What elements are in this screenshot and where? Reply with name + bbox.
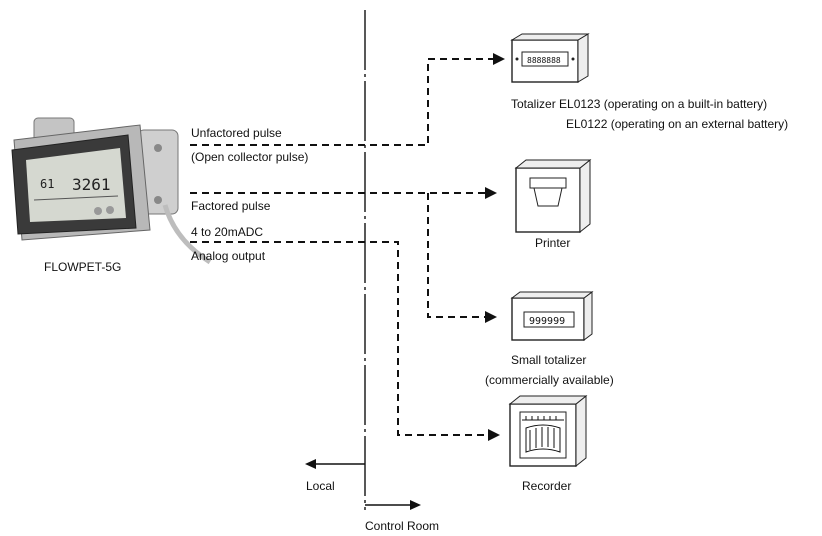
printer-arrowhead: [485, 187, 497, 199]
printer-label: Printer: [535, 236, 570, 250]
flowpet-meter-icon: 3261 61: [11, 117, 212, 265]
totalizer-arrowhead: [493, 53, 505, 65]
factored-pulse-label: Factored pulse: [191, 199, 271, 213]
small-totalizer-display: 999999: [529, 316, 565, 327]
unfactored-pulse-label: Unfactored pulse: [191, 126, 282, 140]
local-label: Local: [306, 479, 335, 493]
recorder-label: Recorder: [522, 479, 571, 493]
printer-icon: [514, 158, 592, 234]
local-arrow: [305, 459, 365, 469]
totalizer-display: 8888888: [527, 56, 561, 65]
analog-output-label: Analog output: [191, 249, 266, 263]
totalizer-battery-label: EL0122 (operating on an external battery…: [566, 117, 788, 131]
unfactored-pulse-line: [190, 58, 495, 146]
factored-pulse-branch: [427, 193, 485, 318]
device-name-label: FLOWPET-5G: [44, 260, 121, 274]
totalizer-label: Totalizer EL0123 (operating on a built-i…: [511, 97, 767, 111]
control-room-arrow: [365, 500, 421, 510]
open-collector-label: (Open collector pulse): [191, 150, 308, 164]
totalizer-icon: 8888888: [510, 33, 590, 83]
meter-display-reading: 3261: [72, 175, 111, 194]
small-totalizer-label: Small totalizer: [511, 353, 586, 367]
recorder-arrowhead: [488, 429, 500, 441]
svg-text:61: 61: [40, 177, 54, 191]
small-totalizer-arrowhead: [485, 311, 497, 323]
small-totalizer-icon: 999999: [510, 291, 594, 341]
recorder-icon: [508, 394, 588, 468]
analog-range-label: 4 to 20mADC: [191, 225, 263, 239]
control-room-label: Control Room: [365, 519, 439, 533]
analog-output-line: [190, 241, 488, 436]
small-totalizer-note: (commercially available): [485, 373, 614, 387]
